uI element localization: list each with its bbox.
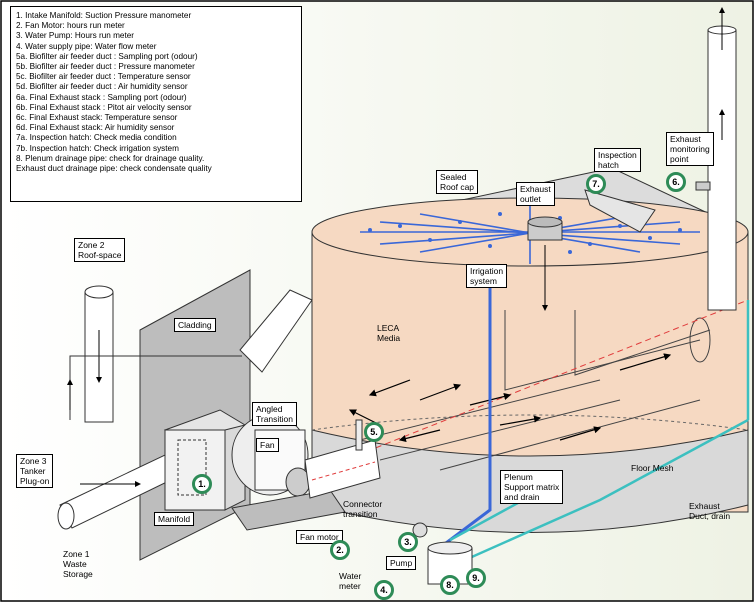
label-leca: LECA Media: [374, 322, 403, 344]
manifold-box: [165, 430, 225, 510]
label-pump: Pump: [386, 556, 416, 570]
legend-item: 5b. Biofilter air feeder duct : Pressure…: [16, 62, 296, 72]
label-exhaust-duct-drain: Exhaust Duct, drain: [686, 500, 733, 522]
legend-item: 5a. Biofilter air feeder duct : Sampling…: [16, 52, 296, 62]
marker-9: 9.: [466, 568, 486, 588]
exhaust-outlet-top: [528, 217, 562, 227]
legend-item: 6b. Final Exhaust stack : Pitot air velo…: [16, 103, 296, 113]
legend-item: 5d. Biofilter air feeder duct : Air humi…: [16, 82, 296, 92]
marker-7: 7.: [586, 174, 606, 194]
exhaust-monitoring-port: [696, 182, 710, 190]
label-water-meter: Water meter: [336, 570, 364, 592]
marker-6: 6.: [666, 172, 686, 192]
label-sealed-roof: Sealed Roof cap: [436, 170, 478, 194]
sump-top: [428, 542, 472, 554]
legend-item: 3. Water Pump: Hours run meter: [16, 31, 296, 41]
label-inspection-hatch: Inspection hatch: [594, 148, 641, 172]
label-fan: Fan: [256, 438, 279, 452]
marker-3: 3.: [398, 532, 418, 552]
legend-item: 5c. Biofilter air feeder duct : Temperat…: [16, 72, 296, 82]
label-connector: Connector transition: [340, 498, 385, 520]
legend-panel: 1. Intake Manifold: Suction Pressure man…: [10, 6, 302, 202]
zone1-duct-end: [58, 503, 74, 529]
label-exhaust-outlet: Exhaust outlet: [516, 182, 555, 206]
label-floor-mesh: Floor Mesh: [628, 462, 677, 474]
label-manifold: Manifold: [154, 512, 194, 526]
label-plenum: Plenum Support matrix and drain: [500, 470, 563, 504]
marker-1: 1.: [192, 474, 212, 494]
label-irrigation: Irrigation system: [466, 264, 507, 288]
legend-item: 4. Water supply pipe: Water flow meter: [16, 42, 296, 52]
legend-item: 8. Plenum drainage pipe: check for drain…: [16, 154, 296, 164]
label-zone3: Zone 3 Tanker Plug-on: [16, 454, 53, 488]
legend-item: 6a. Final Exhaust stack : Sampling port …: [16, 93, 296, 103]
legend-item: 6d. Final Exhaust stack: Air humidity se…: [16, 123, 296, 133]
marker-4: 4.: [374, 580, 394, 600]
exhaust-stack: [708, 30, 736, 310]
legend-item: 6c. Final Exhaust stack: Temperature sen…: [16, 113, 296, 123]
legend-item: 2. Fan Motor: hours run meter: [16, 21, 296, 31]
marker-2: 2.: [330, 540, 350, 560]
legend-item: 1. Intake Manifold: Suction Pressure man…: [16, 11, 296, 21]
legend-item: 7a. Inspection hatch: Check media condit…: [16, 133, 296, 143]
marker-5: 5.: [364, 422, 384, 442]
probe-5: [356, 420, 362, 450]
legend-item: 7b. Inspection hatch: Check irrigation s…: [16, 144, 296, 154]
label-zone1: Zone 1 Waste Storage: [60, 548, 96, 580]
marker-8: 8.: [440, 575, 460, 595]
label-angled-transition: Angled Transition: [252, 402, 297, 426]
label-zone2: Zone 2 Roof-space: [74, 238, 125, 262]
legend-item: Exhaust duct drainage pipe: check conden…: [16, 164, 296, 174]
label-exhaust-monitoring: Exhaust monitoring point: [666, 132, 714, 166]
label-cladding: Cladding: [174, 318, 216, 332]
